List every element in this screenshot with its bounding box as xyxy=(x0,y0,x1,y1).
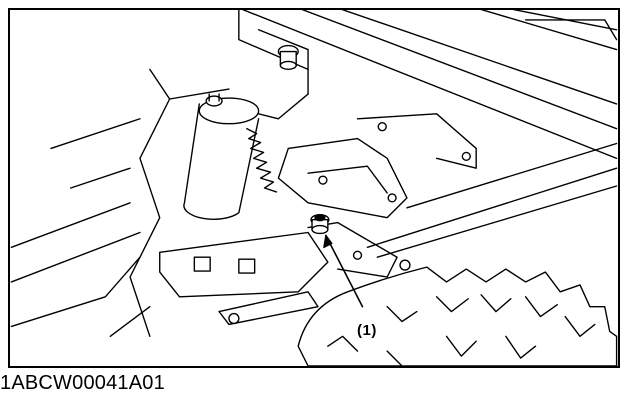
figure-code: 1ABCW00041A01 xyxy=(0,372,165,394)
left-structure xyxy=(10,68,230,338)
cylinder xyxy=(183,93,260,221)
callout-label: (1) xyxy=(357,322,377,339)
top-bolt xyxy=(277,44,299,71)
illustration-frame: (1) xyxy=(8,8,620,368)
drain-plug xyxy=(310,214,330,235)
callout-arrow-icon xyxy=(323,234,364,308)
center-bracket xyxy=(277,113,477,219)
tire xyxy=(297,266,618,366)
upper-chassis xyxy=(238,10,618,160)
right-tube xyxy=(366,142,618,258)
mechanical-illustration xyxy=(10,10,618,366)
spring xyxy=(246,127,278,193)
